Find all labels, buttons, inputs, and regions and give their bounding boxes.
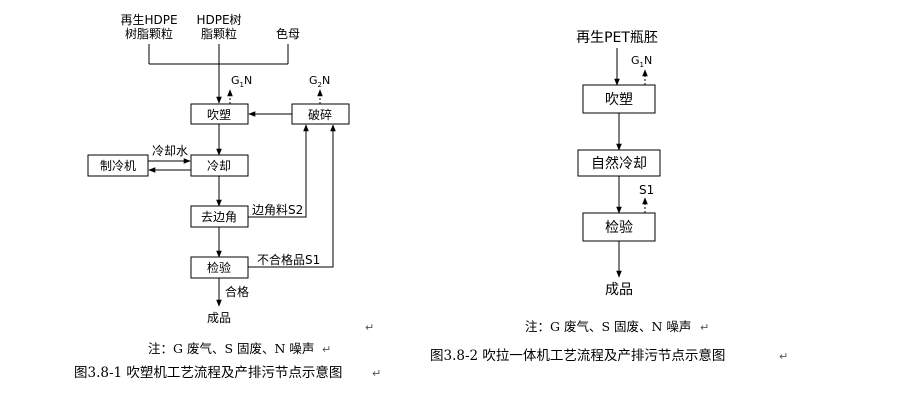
output-product-2: 成品 xyxy=(605,282,633,298)
box-inspection-2-label: 检验 xyxy=(605,220,633,236)
input-hdpe-line1: HDPE树 xyxy=(196,12,241,27)
box-cooling-label: 冷却 xyxy=(207,159,231,173)
box-trimming-label: 去边角 xyxy=(201,210,237,224)
arrow-trim-scrap-to-crush xyxy=(248,124,309,218)
box-blow-molding-label: 吹塑 xyxy=(207,107,231,122)
input-recycled-hdpe-line2: 树脂颗粒 xyxy=(125,26,173,41)
box-blow-molding-2-label: 吹塑 xyxy=(605,92,633,108)
label-pass: 合格 xyxy=(225,284,249,299)
box-blow-molding-2 xyxy=(582,84,656,114)
box-inspection-label: 检验 xyxy=(207,260,231,275)
box-chiller xyxy=(87,154,149,177)
figure-2-caption: 图3.8-2 吹拉一体机工艺流程及产排污节点示意图 xyxy=(430,347,725,364)
label-trim-scrap-s2: 边角料S2 xyxy=(252,203,303,217)
box-chiller-label: 制冷机 xyxy=(100,159,136,173)
emission-label-s1: S1 xyxy=(639,183,654,197)
return-mark: ↵ xyxy=(372,367,381,380)
emission-label-g2n: G2N xyxy=(309,74,330,89)
return-mark: ↵ xyxy=(779,350,788,363)
figure-1: 再生HDPE 树脂颗粒 HDPE树 脂颗粒 色母 G1N 吹塑 破碎 G2N 制… xyxy=(74,12,381,381)
emission-label-g1n: G1N xyxy=(231,74,252,89)
label-cooling-water: 冷却水 xyxy=(152,144,188,158)
box-natural-cooling-label: 自然冷却 xyxy=(591,155,647,172)
input-hdpe-line2: 脂颗粒 xyxy=(201,26,237,41)
emission-label-g1n-2: G1N xyxy=(631,54,652,69)
input-masterbatch: 色母 xyxy=(276,27,300,41)
figure-1-caption: 图3.8-1 吹塑机工艺流程及产排污节点示意图 xyxy=(74,364,342,381)
figure-1-note: 注：G 废气、S 固废、N 噪声 xyxy=(148,341,314,356)
arrow-reject-to-crush xyxy=(248,124,336,268)
input-recycled-pet-preform: 再生PET瓶胚 xyxy=(576,30,658,46)
label-reject-s1: 不合格品S1 xyxy=(257,252,320,267)
figure-2-note: 注：G 废气、S 固废、N 噪声 xyxy=(525,319,691,334)
box-crushing-label: 破碎 xyxy=(308,107,332,122)
box-inspection-2 xyxy=(582,212,656,242)
return-mark: ↵ xyxy=(365,321,374,334)
figure-2: 再生PET瓶胚 G1N 吹塑 自然冷却 S1 检验 成品 注：G 废气、S 固废… xyxy=(430,30,788,364)
return-mark: ↵ xyxy=(322,343,331,356)
output-product: 成品 xyxy=(207,311,231,325)
input-recycled-hdpe-line1: 再生HDPE xyxy=(120,13,177,27)
return-mark: ↵ xyxy=(700,321,709,334)
